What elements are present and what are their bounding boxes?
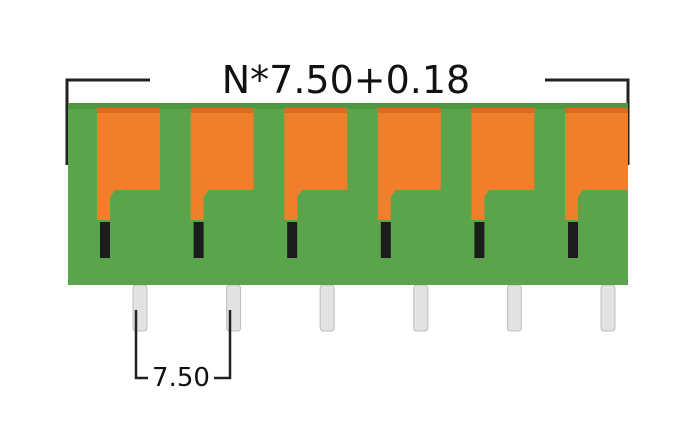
housing-body [68,103,628,285]
wire-slot-4 [380,222,391,258]
wire-slot-5 [474,222,485,258]
wire-slot-3 [287,222,298,258]
overall-dimension: N*7.50+0.18 [65,58,630,165]
actuator-6 [565,108,628,220]
actuator-top-shade-2 [190,108,254,113]
actuator-3 [284,108,348,220]
overall-dimension-label: N*7.50+0.18 [222,58,470,102]
actuator-top-shade-4 [377,108,441,113]
pin-2 [226,284,242,332]
pin-5 [506,284,522,332]
actuator-1 [97,108,160,220]
pins [132,284,616,332]
pitch-dimension-label: 7.50 [152,363,210,393]
pin-3 [319,284,335,332]
actuator-top-shade-6 [565,108,628,113]
pitch-dimension-right-bracket [214,310,232,380]
pitch-dimension: 7.50 [134,310,232,393]
wire-slot-2 [193,222,204,258]
actuator-5 [471,108,535,220]
pin-4 [413,284,429,332]
actuator-2 [190,108,254,220]
housing-top-edge [68,103,628,109]
actuator-top-shade-5 [471,108,535,113]
actuator-top-shade-1 [97,108,160,113]
wire-slot-6 [568,222,578,258]
actuator-top-shade-3 [284,108,348,113]
pin-6 [600,284,616,332]
actuator-4 [377,108,441,220]
pitch-dimension-left-bracket [134,310,148,380]
overall-dimension-left-bracket [65,78,150,165]
wire-slot-1 [100,222,110,258]
poles [97,108,628,258]
